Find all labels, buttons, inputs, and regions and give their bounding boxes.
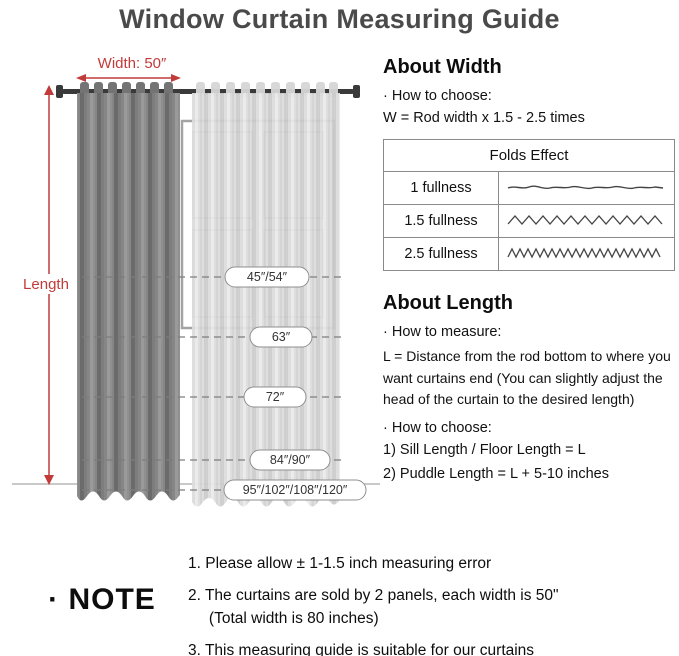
length-label: Length (23, 276, 69, 293)
folds-effect-table: Folds Effect 1 fullness 1.5 fullness (383, 139, 675, 271)
note-list: 1. Please allow ± 1-1.5 inch measuring e… (188, 553, 668, 656)
measure-pill-label: 45″/54″ (247, 270, 288, 284)
length-choice-sill: 1) Sill Length / Floor Length = L (383, 442, 586, 459)
measure-pill: 84″/90″ (249, 449, 331, 471)
length-how-to-choose: · How to choose: (383, 420, 492, 437)
arrow-left-icon (76, 74, 86, 82)
curtain-rod (56, 85, 360, 98)
note-item: 3. This measuring guide is suitable for … (188, 642, 535, 656)
arrow-down-icon (44, 475, 54, 485)
fold-wave-dense (498, 237, 675, 271)
width-label: Width: 50″ (98, 55, 167, 72)
note-heading: · NOTE (48, 583, 156, 616)
measure-pill: 45″/54″ (224, 266, 310, 288)
table-row: 2.5 fullness (383, 237, 675, 271)
measure-pill: 95″/102″/108″/120″ (223, 479, 367, 501)
arrow-right-icon (171, 74, 181, 82)
fold-row-label: 1.5 fullness (383, 204, 499, 238)
info-column: About Width · How to choose: W = Rod wid… (383, 56, 675, 490)
measure-pill-label: 95″/102″/108″/120″ (243, 483, 348, 497)
folds-table-header: Folds Effect (383, 139, 675, 172)
about-width-heading: About Width (383, 56, 502, 78)
length-annotation: Length (20, 85, 74, 485)
width-formula: W = Rod width x 1.5 - 2.5 times (383, 110, 585, 126)
length-choice-puddle: 2) Puddle Length = L + 5-10 inches (383, 466, 609, 483)
fold-row-label: 2.5 fullness (383, 237, 499, 271)
fold-wave-gentle (498, 171, 675, 205)
about-length-heading: About Length (383, 292, 513, 314)
note-item: 1. Please allow ± 1-1.5 inch measuring e… (188, 555, 492, 572)
arrow-up-icon (44, 85, 54, 95)
about-length-section: About Length · How to measure: L = Dista… (383, 292, 675, 482)
measure-pill: 63″ (249, 326, 313, 348)
fold-row-label: 1 fullness (383, 171, 499, 205)
curtain-illustration: 45″/54″ 63″ 72″ 84″/90″ 95″/102″/108″/12… (12, 55, 380, 507)
table-row: 1 fullness (383, 171, 675, 205)
note-section: · NOTE 1. Please allow ± 1-1.5 inch meas… (16, 553, 668, 656)
dark-curtain-panel (77, 93, 180, 501)
length-how-to-measure: · How to measure: (383, 324, 502, 340)
measure-labels: 45″/54″ 63″ 72″ 84″/90″ 95″/102″/108″/12… (223, 266, 367, 501)
table-row: 1.5 fullness (383, 204, 675, 238)
measure-pill: 72″ (243, 386, 307, 408)
sheer-curtain-panel (192, 93, 340, 507)
note-item: 2. The curtains are sold by 2 panels, ea… (188, 587, 559, 627)
length-measure-text: L = Distance from the rod bottom to wher… (383, 348, 671, 408)
measure-pill-label: 63″ (272, 330, 291, 344)
width-annotation: Width: 50″ (76, 55, 181, 82)
page-title: Window Curtain Measuring Guide (119, 4, 560, 34)
width-how-to-choose: · How to choose: (383, 88, 492, 104)
fold-wave-medium (498, 204, 675, 238)
measure-pill-label: 84″/90″ (270, 453, 311, 467)
measure-pill-label: 72″ (266, 390, 285, 404)
